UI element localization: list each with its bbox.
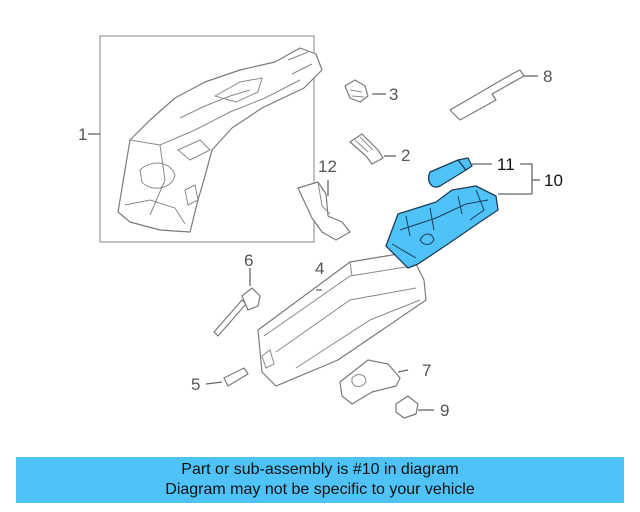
leader-lines	[88, 75, 540, 411]
part-11-bulb	[428, 157, 473, 188]
callout-2: 2	[401, 146, 410, 165]
callout-5: 5	[191, 375, 200, 394]
part-4-glove-box	[257, 251, 427, 387]
part-5-pin	[223, 367, 249, 387]
part-7-latch	[339, 359, 401, 405]
callout-10: 10	[544, 171, 563, 190]
info-banner: Part or sub-assembly is #10 in diagram D…	[16, 457, 624, 503]
part-1-dash-frame	[99, 35, 323, 243]
callout-11: 11	[497, 155, 515, 174]
banner-line-2: Diagram may not be specific to your vehi…	[165, 481, 475, 498]
part-3-clip	[344, 79, 369, 103]
callout-3: 3	[389, 85, 398, 104]
part-2-bolt	[349, 133, 384, 165]
part-12-bracket	[297, 181, 351, 241]
part-10-lamp-housing	[385, 185, 499, 269]
part-6-damper	[213, 287, 261, 337]
callout-6: 6	[244, 251, 253, 270]
callout-1: 1	[78, 125, 87, 144]
callout-8: 8	[543, 67, 552, 86]
banner-line-1: Part or sub-assembly is #10 in diagram	[181, 461, 459, 478]
callout-labels: 1 2 3 4 5 6 7 8 9 10 11 12	[78, 67, 563, 420]
parts-diagram: 1 2 3 4 5 6 7 8 9 10 11 12	[78, 35, 563, 420]
part-9-bumper	[395, 395, 419, 419]
callout-4: 4	[315, 259, 324, 278]
callout-12: 12	[318, 157, 337, 176]
callout-7: 7	[422, 361, 431, 380]
part-8-trim-strip	[449, 69, 525, 121]
callout-9: 9	[440, 401, 449, 420]
